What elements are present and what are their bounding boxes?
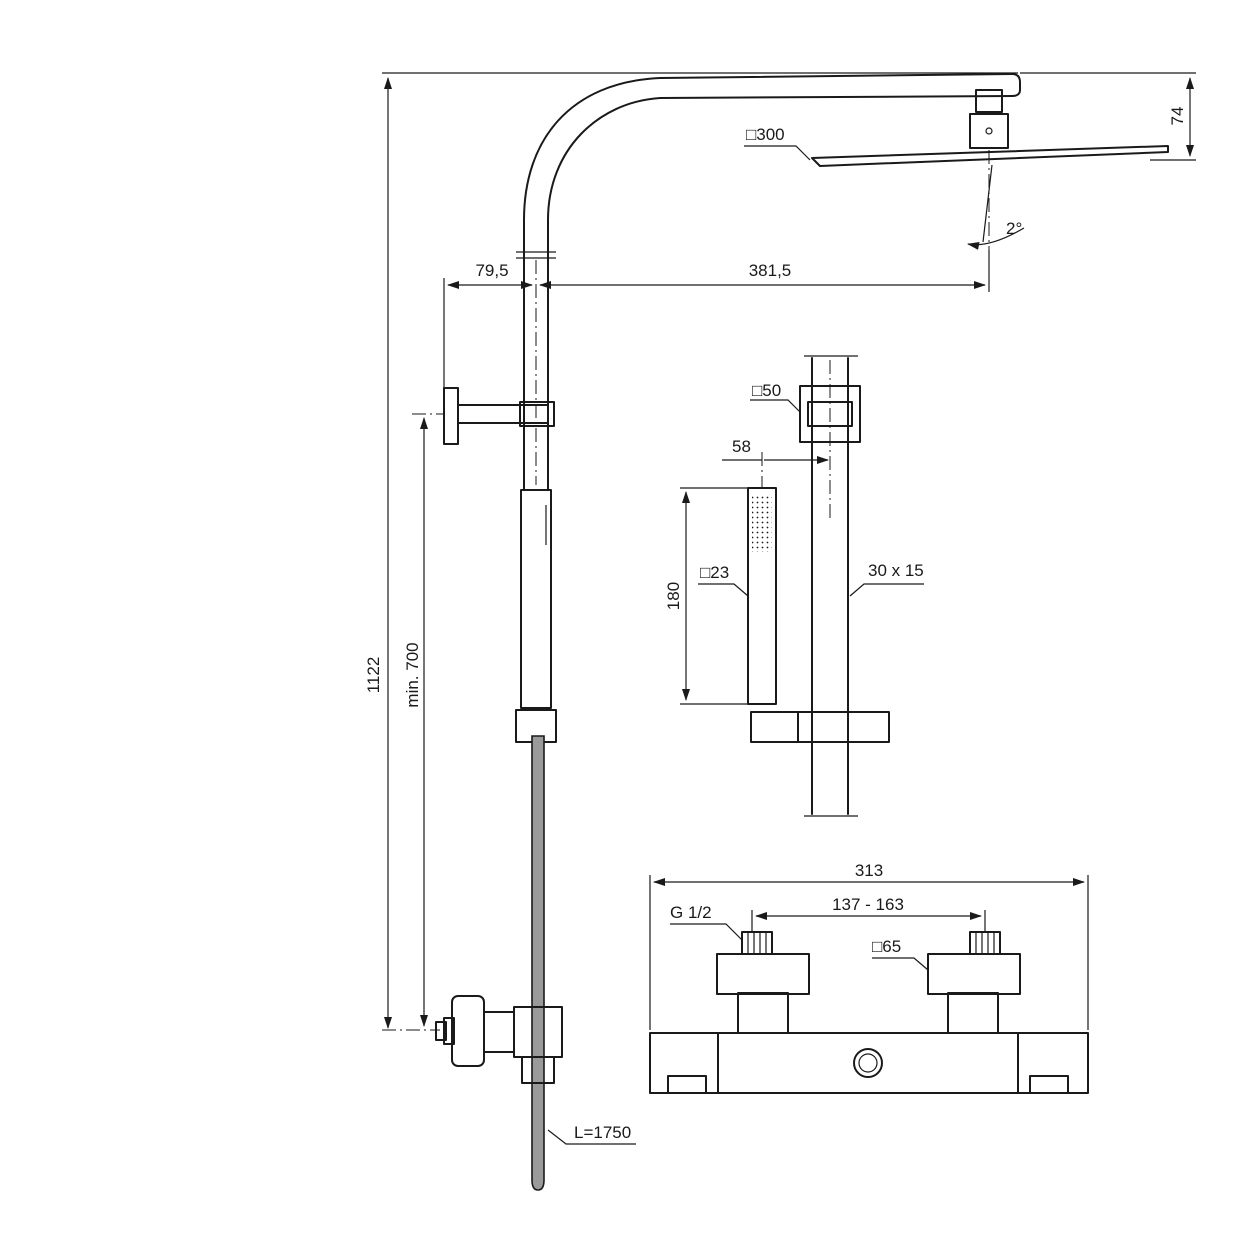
mixer-body bbox=[649, 1032, 1089, 1094]
hand-shower bbox=[520, 489, 552, 709]
escutcheon-size-label: □65 bbox=[872, 937, 901, 956]
right-inlet-stem bbox=[947, 992, 999, 1034]
callout-thread: G 1/2 bbox=[670, 903, 743, 941]
dimension-mixer-width: 313 bbox=[649, 861, 1089, 1030]
mixer-side-connector bbox=[483, 1011, 515, 1053]
mixer-front-view bbox=[649, 931, 1089, 1094]
detail-hand-shower-spray-face bbox=[752, 494, 772, 552]
left-thread-lines bbox=[747, 932, 767, 954]
right-escutcheon bbox=[927, 953, 1021, 995]
mixer-side-inlet bbox=[435, 1021, 447, 1041]
head-connector bbox=[975, 89, 1003, 113]
thread-label: G 1/2 bbox=[670, 903, 712, 922]
shower-arm bbox=[523, 73, 1021, 253]
hose-length-label: L=1750 bbox=[574, 1123, 631, 1142]
hand-size-label: □23 bbox=[700, 563, 729, 582]
mixer-side-outlet bbox=[521, 1056, 555, 1084]
wall-bracket-plate bbox=[443, 387, 459, 445]
dimension-bracket-size: □50 bbox=[750, 381, 801, 413]
head-joint-screw bbox=[985, 127, 993, 135]
callout-rail-section: 30 x 15 bbox=[849, 561, 924, 597]
head-size-label: □300 bbox=[746, 125, 785, 144]
head-joint bbox=[969, 113, 1009, 149]
left-escutcheon bbox=[716, 953, 810, 995]
callout-hand-size: □23 bbox=[698, 563, 749, 597]
min-height-label: min. 700 bbox=[403, 642, 422, 707]
mixer-center-button bbox=[853, 1048, 883, 1078]
detail-bracket-clamp bbox=[807, 401, 853, 427]
dimension-hand-offset: 58 bbox=[722, 437, 829, 464]
riser-rail bbox=[523, 251, 549, 491]
right-thread-lines bbox=[975, 932, 995, 954]
right-thread bbox=[969, 931, 1001, 955]
callout-escutcheon-size: □65 bbox=[872, 937, 929, 971]
hand-shower-detail-view bbox=[747, 355, 890, 817]
shower-column-view bbox=[435, 73, 1169, 1191]
inlet-spacing-label: 137 - 163 bbox=[832, 895, 904, 914]
dimension-hand-length: 180 bbox=[664, 487, 748, 705]
detail-holder-base bbox=[750, 711, 890, 743]
mixer-center-button-inner bbox=[858, 1053, 878, 1073]
rail-section-label: 30 x 15 bbox=[868, 561, 924, 580]
bracket-size-label: □50 bbox=[752, 381, 781, 400]
dimension-inlet-spacing: 137 - 163 bbox=[751, 895, 986, 932]
detail-bracket-plate bbox=[799, 385, 861, 443]
dimension-head-angle: 2° bbox=[967, 219, 1025, 250]
mixer-foot-left bbox=[667, 1075, 707, 1094]
left-thread bbox=[741, 931, 773, 955]
wall-offset-label: 79,5 bbox=[475, 261, 508, 280]
mixer-foot-right bbox=[1029, 1075, 1069, 1094]
head-height-label: 74 bbox=[1168, 107, 1187, 126]
left-inlet-stem bbox=[737, 992, 789, 1034]
hand-length-label: 180 bbox=[664, 582, 683, 610]
angle-line bbox=[982, 164, 993, 243]
rain-head-plate bbox=[811, 145, 1169, 167]
mixer-side-escutcheon bbox=[451, 995, 485, 1067]
detail-rail bbox=[811, 357, 849, 815]
shower-hose bbox=[531, 735, 545, 1191]
dimension-horizontal-reach: 79,5 381,5 bbox=[443, 250, 990, 388]
callout-hose-length: L=1750 bbox=[547, 1123, 636, 1145]
mixer-body-split bbox=[717, 1032, 1019, 1094]
dimension-min-height: min. 700 bbox=[403, 413, 444, 1027]
total-height-label: 1122 bbox=[364, 657, 383, 694]
mixer-width-label: 313 bbox=[855, 861, 883, 880]
dimension-head-height: 74 bbox=[1020, 72, 1196, 161]
callout-head-size: □300 bbox=[744, 125, 811, 161]
head-angle-label: 2° bbox=[1006, 219, 1022, 238]
mixer-side-nut bbox=[443, 1017, 455, 1045]
hand-offset-label: 58 bbox=[732, 437, 751, 456]
wall-bracket-clamp bbox=[519, 401, 555, 427]
wall-bracket-arm bbox=[457, 404, 549, 424]
arm-break-lines bbox=[516, 251, 556, 259]
arm-reach-label: 381,5 bbox=[749, 261, 792, 280]
dimension-total-height: 1122 bbox=[364, 72, 1018, 1031]
